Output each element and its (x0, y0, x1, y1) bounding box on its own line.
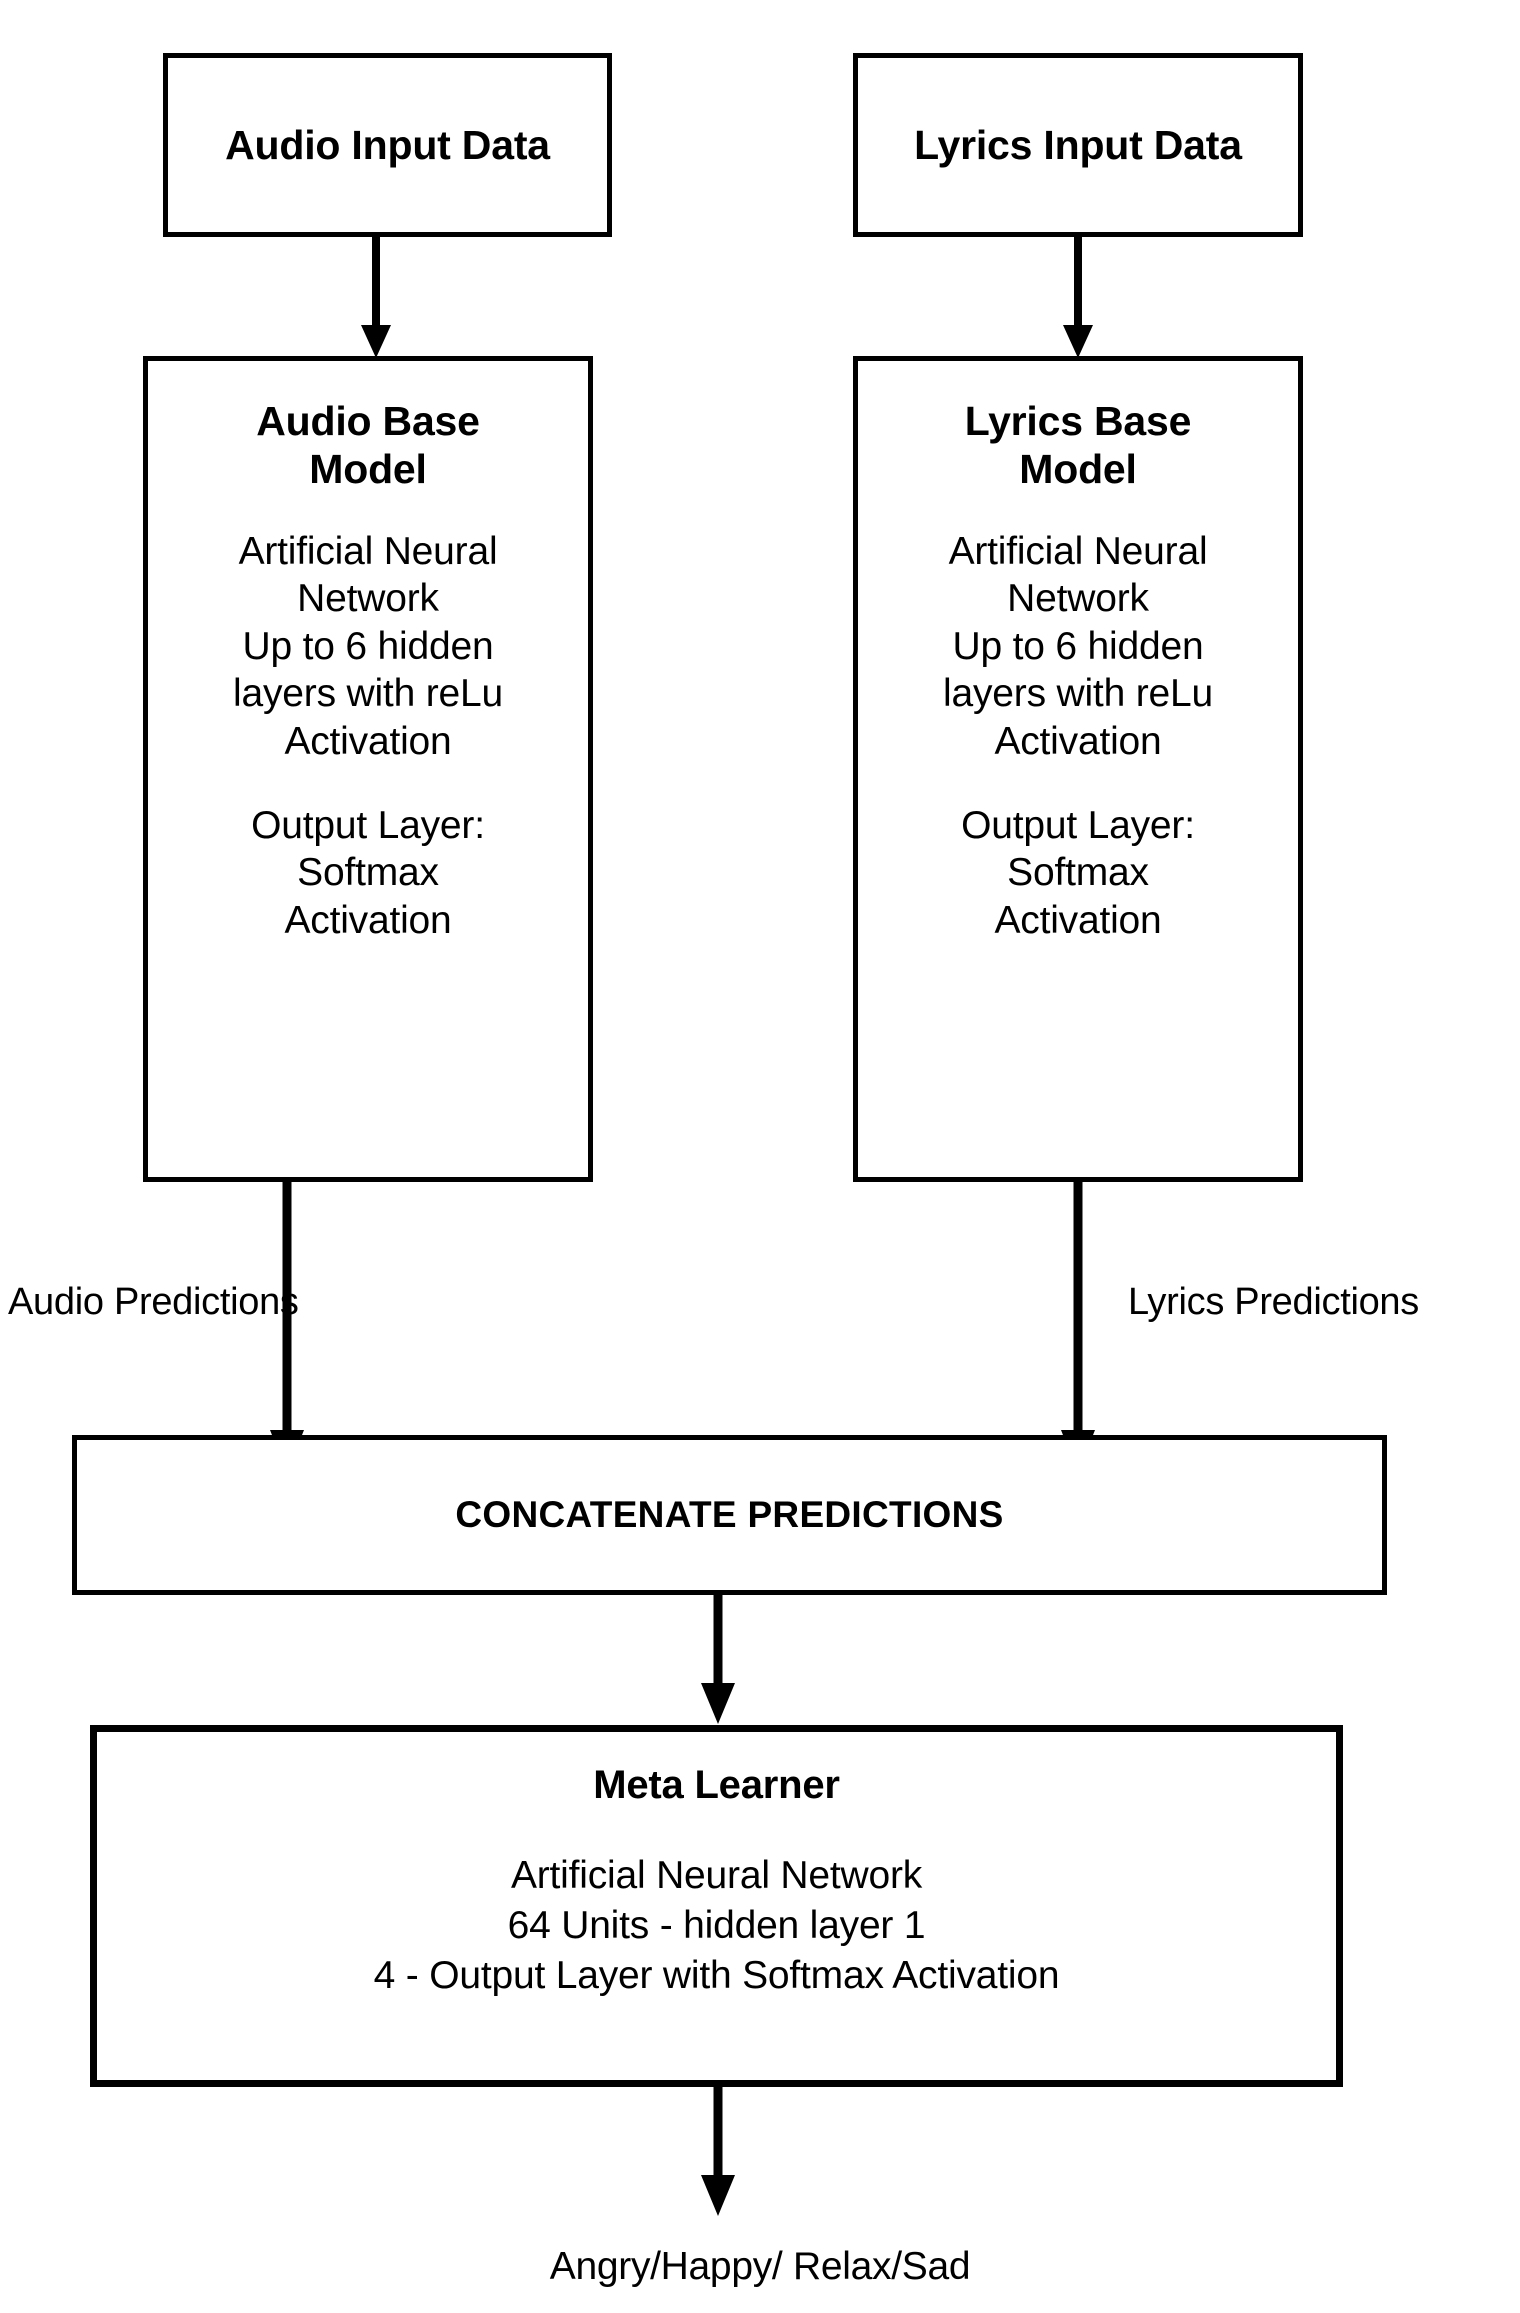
arrow-lyrics-model-to-concatenate (1060, 1182, 1096, 1474)
lyrics-base-model-architecture-text: Artificial Neural Network Up to 6 hidden… (943, 529, 1213, 764)
audio-base-model-output-text: Output Layer: Softmax Activation (251, 803, 485, 942)
concatenate-predictions-box[interactable]: CONCATENATE PREDICTIONS (72, 1435, 1387, 1595)
lyrics-input-data-box[interactable]: Lyrics Input Data (853, 53, 1303, 237)
arrow-audio-input-to-audio-model (360, 237, 392, 359)
audio-input-data-label: Audio Input Data (225, 121, 550, 168)
arrow-audio-model-to-concatenate (269, 1182, 305, 1474)
meta-learner-box[interactable]: Meta Learner Artificial Neural Network 6… (90, 1725, 1343, 2087)
meta-learner-architecture-text: Artificial Neural Network 64 Units - hid… (373, 1854, 1060, 1997)
lyrics-predictions-label: Lyrics Predictions (1128, 1281, 1419, 1323)
arrow-concatenate-to-meta-learner (700, 1595, 736, 1725)
audio-base-model-box[interactable]: Audio Base Model Artificial Neural Netwo… (143, 356, 593, 1182)
audio-input-data-box[interactable]: Audio Input Data (163, 53, 612, 237)
audio-base-model-title: Audio Base Model (256, 398, 480, 493)
audio-base-model-architecture-text: Artificial Neural Network Up to 6 hidden… (233, 529, 503, 764)
lyrics-input-data-label: Lyrics Input Data (914, 121, 1242, 168)
audio-predictions-label: Audio Predictions (8, 1281, 299, 1323)
lyrics-base-model-box[interactable]: Lyrics Base Model Artificial Neural Netw… (853, 356, 1303, 1182)
lyrics-base-model-title: Lyrics Base Model (964, 398, 1192, 493)
lyrics-base-model-output-text: Output Layer: Softmax Activation (961, 803, 1195, 942)
concatenate-predictions-label: CONCATENATE PREDICTIONS (455, 1494, 1004, 1536)
arrow-lyrics-input-to-lyrics-model (1062, 237, 1094, 359)
outcome-classes-label: Angry/Happy/ Relax/Sad (549, 2245, 971, 2288)
arrow-meta-learner-to-outcome (700, 2087, 736, 2217)
meta-learner-title: Meta Learner (593, 1763, 840, 1807)
